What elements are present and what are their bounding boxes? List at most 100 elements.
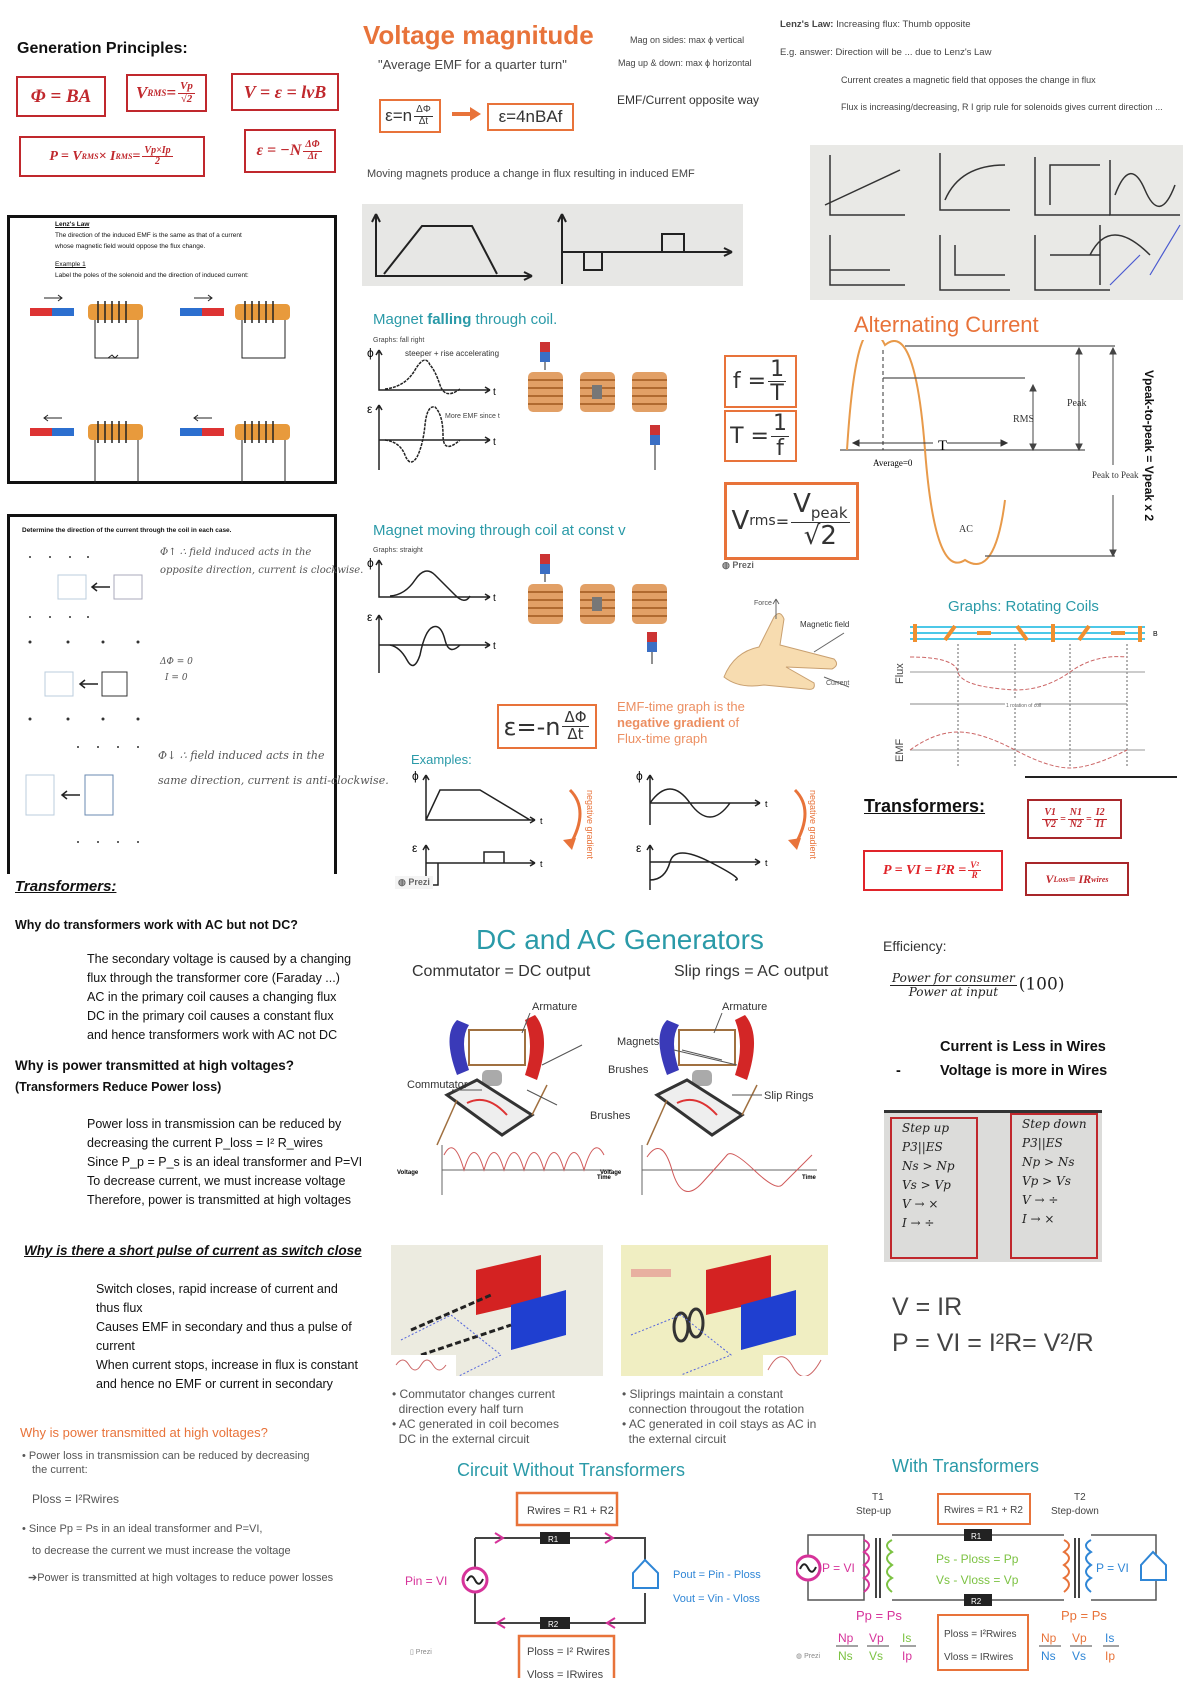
formula-part: =: [166, 83, 177, 102]
armature-label: Armature: [532, 1001, 577, 1013]
handwritten-note: ΔΦ = 0: [160, 657, 193, 667]
question-high-voltage: Why is power transmitted at high voltage…: [15, 1058, 295, 1073]
numerator: Np: [838, 1631, 854, 1645]
formula-part: Loss: [1053, 874, 1069, 884]
denominator: Ns: [1041, 1649, 1056, 1663]
slip-rings-label: Slip Rings: [764, 1090, 814, 1102]
magnet-const-title: Magnet moving through coil at const v: [373, 522, 626, 539]
falling-magnet-coils: [527, 342, 668, 470]
numerator: Np: [1041, 1631, 1057, 1645]
card-line: Vs > Vp: [902, 1178, 951, 1192]
formula-emf-4nbaf: ε=4nBAf: [487, 103, 574, 131]
rwires-formula: Rwires = R1 + R2: [527, 1505, 614, 1517]
denominator: Power at input: [908, 984, 999, 999]
note-sides: Mag on sides: max ϕ vertical: [630, 35, 745, 45]
transformers-right-title: Transformers:: [864, 796, 986, 816]
r2-label: R2: [971, 1597, 982, 1606]
answer-short-pulse: Switch closes, rapid increase of current…: [96, 1280, 358, 1394]
fraction: Vp√2: [178, 79, 195, 105]
card-title: Step up: [902, 1121, 950, 1135]
formula-part: = IR: [1068, 871, 1092, 886]
phi-axis-label: ϕ: [367, 556, 374, 570]
denominator: T: [770, 381, 784, 406]
formula-part: RMS: [81, 152, 99, 161]
power-high-bullet-2b: to decrease the current we must increase…: [32, 1545, 291, 1557]
answer-high-voltage: Power loss in transmission can be reduce…: [87, 1115, 362, 1210]
t-axis-label: t: [540, 859, 543, 869]
handwritten-note: opposite direction, current is clockwise…: [160, 565, 364, 576]
generators-title: DC and AC Generators: [476, 924, 764, 955]
denominator: Vs: [869, 1649, 883, 1663]
commutator-label: Commutator: [407, 1079, 468, 1091]
note-line: Flux-time graph: [617, 731, 708, 746]
formula-part: P = VI = I²R =: [883, 862, 967, 878]
power-high-bullet-1b: the current:: [32, 1464, 88, 1476]
voltage-axis-label: Voltage: [600, 1170, 622, 1176]
card-symbol: P3||ES: [1022, 1136, 1063, 1150]
handwritten-note: Φ↑ ∴ field induced acts in the: [160, 547, 312, 558]
answer-ac-dc: The secondary voltage is caused by a cha…: [87, 950, 351, 1045]
prezi-badge: ◍ Prezi: [722, 560, 754, 570]
formula-part: V: [136, 83, 148, 102]
card-symbol: P3||ES: [902, 1140, 943, 1154]
handwritten-note: I = 0: [165, 673, 188, 683]
bullet-line: the external circuit: [622, 1432, 727, 1446]
example-4: [180, 414, 291, 483]
generation-title: Generation Principles:: [17, 40, 188, 57]
formula-part: f =: [732, 369, 767, 394]
answer-line: When current stops, increase in flux is …: [96, 1358, 358, 1372]
magnet-solenoid-diagrams: [30, 294, 291, 483]
r1-label: R1: [548, 1535, 559, 1544]
graph-note: More EMF since t: [445, 413, 500, 420]
secondary-power: P = VI: [1096, 1561, 1129, 1575]
t2-label: T2: [1074, 1492, 1086, 1503]
brushes-label: Brushes: [590, 1110, 631, 1122]
lenz-note-3: Current creates a magnetic field that op…: [841, 75, 1096, 85]
note-updown: Mag up & down: max ϕ horizontal: [618, 58, 752, 68]
answer-line: thus flux: [96, 1301, 143, 1315]
commutator-bullets: • Commutator changes current direction e…: [392, 1387, 559, 1447]
card-title: Step down: [1022, 1117, 1087, 1131]
formula-part: wires: [1091, 874, 1109, 884]
card-line: Np > Ns: [1022, 1155, 1075, 1169]
answer-line: AC in the primary coil causes a changing…: [87, 990, 337, 1004]
bullet-line: • Sliprings maintain a constant: [622, 1387, 783, 1401]
denominator: √2: [180, 92, 193, 105]
formula-part: RMS: [147, 88, 167, 98]
formula-part: V: [793, 489, 811, 520]
numerator: Vp: [178, 79, 195, 94]
lenz-label: Lenz's Law:: [780, 19, 834, 30]
step-down-label: Step-down: [1051, 1506, 1099, 1517]
t-axis-label: t: [493, 437, 496, 448]
prezi-badge: ◍ Prezi: [395, 876, 433, 889]
voltage-axis-label: Voltage: [397, 1170, 419, 1176]
voltage-more-note: Voltage is more in Wires: [940, 1063, 1108, 1079]
prezi-label: Prezi: [804, 1653, 821, 1660]
formula-part: V: [1045, 871, 1054, 886]
question-high-voltage-sub: (Transformers Reduce Power loss): [15, 1080, 222, 1094]
generator-diagrams: Armature Armature Magnets Brushes Commut…: [397, 1001, 817, 1195]
denominator: I1: [1095, 818, 1105, 830]
t-axis-label: t: [765, 858, 768, 868]
answer-line: Since P_p = P_s is an ideal transformer …: [87, 1155, 363, 1169]
peak-label: Peak: [1067, 398, 1086, 409]
note-bold: negative gradient: [617, 715, 725, 730]
negative-gradient-note: EMF-time graph is the negative gradient …: [617, 699, 745, 747]
vloss-formula: Vloss = IRwires: [944, 1652, 1013, 1663]
average-label: Average=0: [873, 458, 913, 468]
t-axis-label: t: [765, 799, 768, 809]
formula-part: RMS: [115, 152, 133, 161]
commutator-generator-image: [391, 1245, 603, 1376]
prezi-label: Prezi: [732, 560, 754, 570]
efficiency-label: Efficiency:: [883, 938, 947, 954]
worksheet-text: whose magnetic field would oppose the fl…: [55, 243, 206, 250]
formula-part: P = V: [49, 148, 82, 164]
